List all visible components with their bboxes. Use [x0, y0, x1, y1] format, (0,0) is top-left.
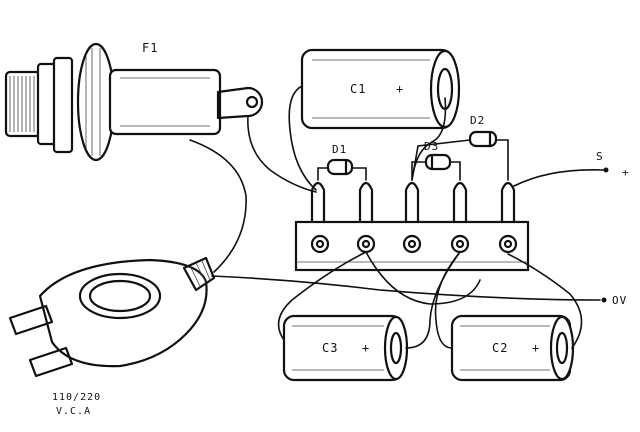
- c2-polarity: +: [532, 341, 540, 355]
- voltage-label: 110/220: [52, 392, 101, 403]
- terminal-screw: [450, 234, 470, 254]
- capacitor-c1: [300, 48, 461, 130]
- terminal-strip: [294, 181, 530, 272]
- terminal-screw: [356, 234, 376, 254]
- fuse-holder: [4, 42, 264, 162]
- c1-polarity: +: [396, 82, 404, 96]
- wiring: [189, 85, 605, 349]
- s-label: S: [596, 150, 604, 163]
- terminal-screw: [402, 234, 422, 254]
- s-polarity: +: [622, 166, 630, 179]
- c2-label: C2: [492, 341, 508, 355]
- mains-plug: [8, 256, 216, 378]
- output-0v-terminal: [601, 297, 607, 303]
- capacitor-c2: [450, 314, 575, 382]
- terminal-screw: [310, 234, 330, 254]
- c3-polarity: +: [362, 341, 370, 355]
- diode-d3: [411, 153, 461, 181]
- terminal-screw: [498, 234, 518, 254]
- capacitor-c3: [282, 314, 409, 382]
- vca-label: V.C.A: [56, 406, 91, 417]
- diode-d1: [317, 158, 367, 181]
- c3-label: C3: [322, 341, 338, 355]
- output-s-terminal: [603, 167, 609, 173]
- fuse-label: F1: [142, 41, 158, 55]
- d3-label: D3: [424, 140, 439, 153]
- c1-label: C1: [350, 82, 366, 96]
- ov-label: OV: [612, 294, 627, 307]
- d1-label: D1: [332, 143, 347, 156]
- d2-label: D2: [470, 114, 485, 127]
